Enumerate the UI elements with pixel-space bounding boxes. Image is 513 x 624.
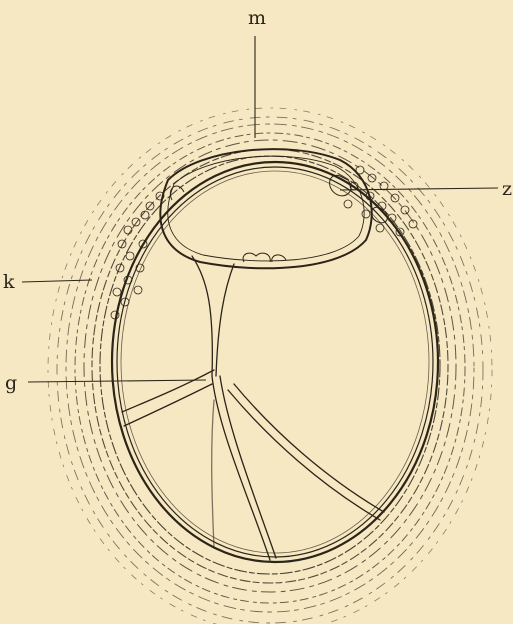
outer-fibrous-sheath bbox=[48, 108, 492, 624]
leader-k bbox=[22, 280, 92, 282]
leader-g bbox=[28, 380, 206, 382]
label-g: g bbox=[5, 372, 17, 394]
septa bbox=[122, 256, 384, 560]
label-k: k bbox=[3, 271, 15, 293]
cellular-tissue bbox=[111, 166, 417, 319]
label-m: m bbox=[248, 7, 266, 29]
label-z: z bbox=[502, 178, 512, 200]
